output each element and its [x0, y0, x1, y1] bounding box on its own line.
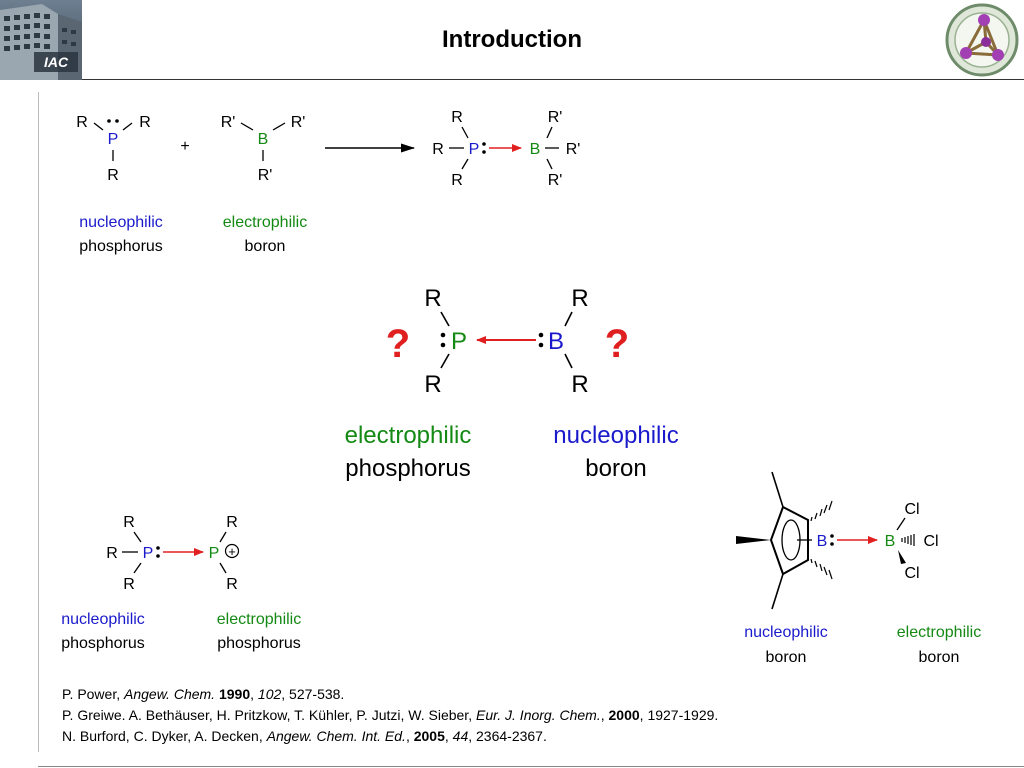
reference-item: P. Power, Angew. Chem. 1990, 102, 527-53… [62, 686, 345, 702]
label-phosphorus: phosphorus [217, 635, 301, 652]
institute-emblem [944, 3, 1020, 77]
substituent-r-prime: R' [548, 109, 563, 126]
reference-item: N. Burford, C. Dyker, A. Decken, Angew. … [62, 728, 547, 744]
substituent-r: R [123, 514, 135, 531]
substituent-r: R [451, 109, 463, 126]
label-boron: boron [245, 238, 286, 255]
atom-phosphorus: P [108, 131, 119, 148]
question-mark: ? [386, 322, 410, 366]
page-title: Introduction [442, 26, 582, 53]
atom-boron: B [530, 141, 541, 158]
atom-phosphorus-cation: P [209, 545, 220, 562]
scheme-3: R R R P P + R R nucleophilic phosphorus … [61, 514, 301, 652]
scheme-1: R R P R + R' R' B R' R R R [76, 109, 580, 255]
substituent-r-prime: R' [258, 167, 273, 184]
building-icon: IAC [0, 0, 82, 80]
scheme-2: R R R R P B ? ? electrophilic phosphorus… [345, 285, 679, 482]
substituent-r-prime: R' [221, 114, 236, 131]
footer-divider [38, 766, 1024, 767]
atom-boron: B [885, 533, 896, 550]
scheme-4: B B Cl Cl Cl nucleophilic boron electrop… [736, 471, 981, 666]
label-nucleophilic: nucleophilic [553, 422, 678, 449]
substituent-r-prime: R' [548, 172, 563, 189]
label-phosphorus: phosphorus [345, 455, 470, 482]
label-electrophilic: electrophilic [223, 214, 307, 231]
header-bar [0, 0, 1024, 80]
plus-sign: + [180, 138, 189, 155]
substituent-r: R [571, 285, 588, 312]
chlorine: Cl [904, 501, 919, 518]
label-nucleophilic: nucleophilic [61, 611, 145, 628]
substituent-r: R [76, 114, 88, 131]
chlorine: Cl [904, 565, 919, 582]
atom-boron: B [258, 131, 269, 148]
atom-phosphorus: P [143, 545, 154, 562]
label-boron: boron [766, 649, 807, 666]
label-nucleophilic: nucleophilic [744, 624, 828, 641]
label-electrophilic: electrophilic [217, 611, 301, 628]
charge-plus: + [228, 544, 236, 559]
substituent-r: R [432, 141, 444, 158]
label-nucleophilic: nucleophilic [79, 214, 163, 231]
substituent-r-prime: R' [291, 114, 306, 131]
iac-logo: IAC [0, 0, 82, 80]
substituent-r: R [424, 371, 441, 398]
substituent-r: R [424, 285, 441, 312]
label-electrophilic: electrophilic [897, 624, 981, 641]
positive-charge-icon [224, 543, 240, 559]
label-phosphorus: phosphorus [61, 635, 145, 652]
header-divider [82, 79, 1024, 80]
label-boron: boron [919, 649, 960, 666]
atom-boron: B [817, 533, 828, 550]
question-mark: ? [605, 322, 629, 366]
left-guide-line [38, 92, 39, 752]
substituent-r: R [451, 172, 463, 189]
substituent-r: R [139, 114, 151, 131]
lone-pair [107, 119, 111, 123]
logo-text: IAC [44, 54, 69, 70]
atom-boron: B [548, 328, 564, 355]
substituent-r: R [226, 576, 238, 593]
chlorine: Cl [923, 533, 938, 550]
substituent-r: R [107, 167, 119, 184]
label-phosphorus: phosphorus [79, 238, 163, 255]
label-boron: boron [585, 455, 646, 482]
molecule-emblem-icon [945, 3, 1019, 77]
atom-phosphorus: P [469, 141, 480, 158]
atom-phosphorus: P [451, 328, 467, 355]
substituent-r: R [106, 545, 118, 562]
reference-item: P. Greiwe. A. Bethäuser, H. Pritzkow, T.… [62, 707, 719, 723]
references: P. Power, Angew. Chem. 1990, 102, 527-53… [62, 684, 962, 747]
substituent-r: R [123, 576, 135, 593]
substituent-r: R [571, 371, 588, 398]
label-electrophilic: electrophilic [345, 422, 472, 449]
substituent-r: R [226, 514, 238, 531]
substituent-r-prime: R' [566, 141, 581, 158]
